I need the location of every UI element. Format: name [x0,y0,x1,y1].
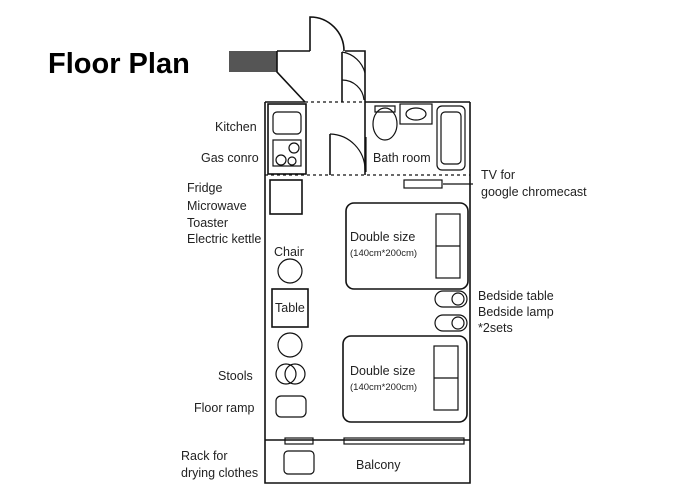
label-table: Table [275,301,305,315]
label-tv-line2: google chromecast [481,185,587,199]
label-chair: Chair [274,245,304,259]
bathtub-icon [436,105,466,171]
entrance-door [309,16,345,52]
fridge-icon [269,179,303,215]
entrance-block [229,51,277,72]
gas-stove-icon [272,139,302,167]
stool-icon-1 [275,363,297,385]
bed-2 [342,335,468,423]
entrance-walls [265,50,470,103]
kitchen-area [267,103,307,175]
page-title: Floor Plan [48,48,190,80]
chair-icon [277,258,303,284]
drying-rack-icon [283,450,315,475]
toilet-icon [372,107,398,141]
label-tv-line1: TV for [481,168,515,182]
label-gas-conro: Gas conro [201,151,259,165]
label-bed1-title: Double size [350,230,415,244]
bedside-table-2 [434,314,468,332]
balcony-window-small [284,437,314,445]
apartment-walls [264,102,471,484]
label-electric-kettle: Electric kettle [187,232,261,246]
label-rack-line1: Rack for [181,449,228,463]
label-bed2-size: (140cm*200cm) [350,382,417,393]
label-kitchen: Kitchen [215,120,257,134]
floor-ramp-icon [275,395,307,418]
label-bedside-lamp: Bedside lamp [478,305,554,319]
label-floor-ramp: Floor ramp [194,401,254,415]
bed-1 [345,202,469,290]
label-rack-line2: drying clothes [181,466,258,480]
label-sets: *2sets [478,321,513,335]
label-bath-room: Bath room [373,151,431,165]
label-bedside-table: Bedside table [478,289,554,303]
tv-icon [403,179,443,189]
balcony-window-large [343,437,465,445]
sink-icon [272,111,302,135]
label-microwave: Microwave [187,199,247,213]
label-balcony: Balcony [356,458,401,472]
table-icon [271,288,309,328]
label-toaster: Toaster [187,216,228,230]
bedside-table-1 [434,290,468,308]
label-stools: Stools [218,369,253,383]
stool-icon-2 [284,363,306,385]
label-bed2-title: Double size [350,364,415,378]
chair-icon-2 [277,332,303,358]
inner-door [341,51,366,102]
bathroom-area [329,102,466,175]
label-bed1-size: (140cm*200cm) [350,248,417,259]
washbasin-icon [399,103,433,125]
label-fridge: Fridge [187,181,222,195]
